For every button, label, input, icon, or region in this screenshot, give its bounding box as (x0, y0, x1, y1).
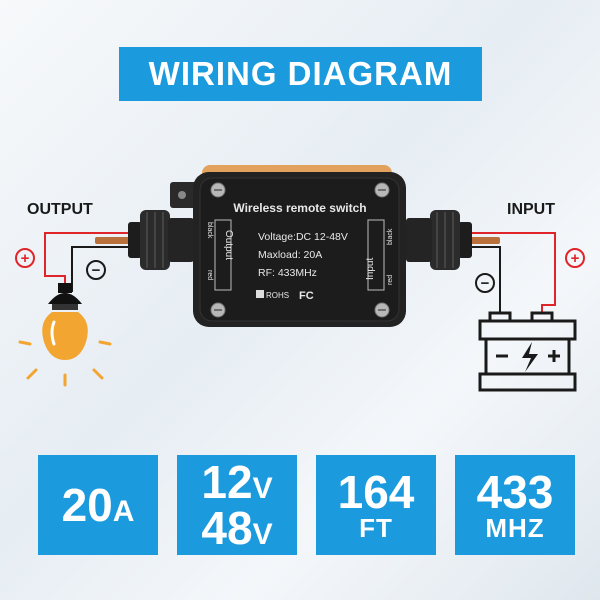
fc-mark: FC (299, 290, 314, 302)
voltage-max-value: 48 (201, 502, 253, 554)
title-text: WIRING DIAGRAM (148, 55, 453, 92)
range-unit: FT (359, 513, 393, 543)
light-bulb-icon (18, 283, 112, 387)
output-label: OUTPUT (27, 201, 93, 218)
input-port-label: Input (365, 258, 376, 280)
device-maxload: Maxload: 20A (258, 249, 322, 261)
frequency-unit: MHZ (485, 513, 545, 543)
rohs-icon (256, 290, 264, 298)
title-banner: WIRING DIAGRAM (119, 47, 482, 101)
input-minus-symbol: − (475, 273, 495, 293)
input-plus-symbol: + (565, 248, 585, 268)
input-red-label: red (387, 275, 394, 285)
voltage-min-value: 12 (201, 456, 253, 508)
output-red-label: red (206, 270, 213, 280)
right-cable-gland (406, 210, 472, 270)
output-plus-symbol: + (15, 248, 35, 268)
input-red-wire (460, 232, 556, 313)
device-name: Wireless remote switch (233, 201, 366, 215)
output-plus-text: + (21, 250, 30, 267)
stat-tile-voltage: 12 V 48 V (177, 455, 297, 555)
battery-icon (478, 311, 577, 392)
input-black-label: black (387, 228, 394, 245)
output-minus-symbol: − (86, 260, 106, 280)
output-port-label: Output (223, 230, 234, 260)
left-cable-gland (128, 210, 194, 270)
output-minus-text: − (92, 262, 101, 279)
range-value: 164 (337, 466, 415, 518)
voltage-min-unit: V (252, 472, 273, 505)
output-wire-ends (95, 237, 135, 244)
input-minus-text: − (481, 275, 490, 292)
remote-switch-device: Wireless remote switch Voltage:DC 12-48V… (193, 172, 406, 327)
input-wiring (460, 232, 556, 313)
output-black-label: black (206, 222, 213, 239)
current-unit: A (112, 495, 135, 528)
output-red-wire (44, 232, 130, 292)
input-black-wire (460, 246, 501, 313)
frequency-value: 433 (476, 466, 554, 518)
input-label: INPUT (507, 201, 555, 218)
output-wiring (44, 232, 135, 292)
current-value: 20 (61, 479, 113, 531)
output-black-wire (71, 246, 130, 292)
wiring-diagram: + − + − (15, 165, 585, 392)
stat-tile-frequency: 433 MHZ (455, 455, 575, 555)
output-port-box (214, 219, 232, 291)
stat-tile-range: 164 FT (316, 455, 436, 555)
voltage-max-unit: V (252, 518, 273, 551)
input-plus-text: + (571, 250, 580, 267)
bracket-hole (178, 191, 186, 199)
input-port-box (367, 219, 385, 291)
device-rf: RF: 433MHz (258, 267, 317, 279)
stat-tile-current: 20 A (38, 455, 158, 555)
rohs-mark: ROHS (266, 291, 289, 300)
device-voltage: Voltage:DC 12-48V (258, 231, 348, 243)
